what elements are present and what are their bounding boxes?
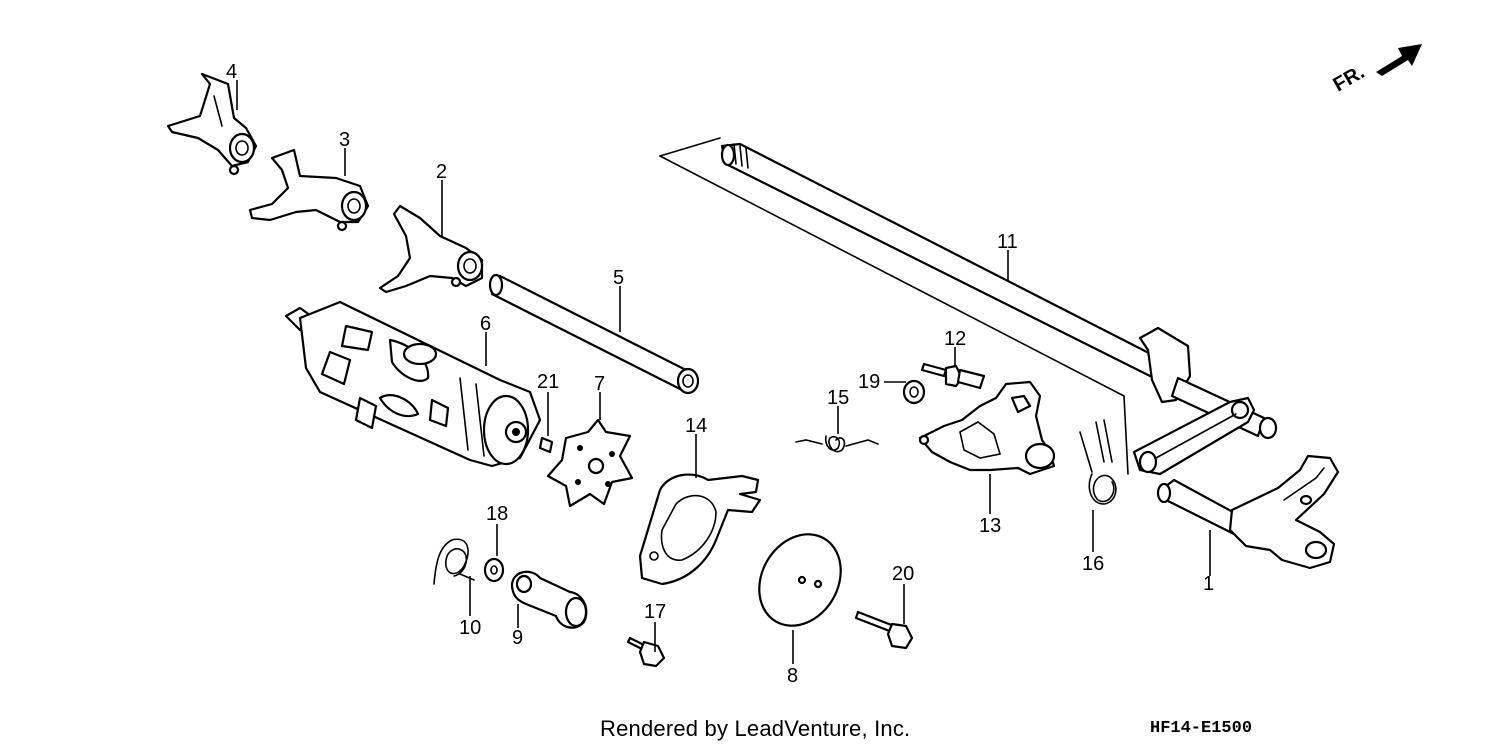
callout-20: 20 bbox=[892, 563, 914, 585]
part-14-stopper-plate[interactable] bbox=[638, 473, 762, 586]
part-20-bolt[interactable] bbox=[854, 610, 914, 650]
callout-17: 17 bbox=[644, 601, 666, 623]
callout-11: 11 bbox=[997, 231, 1018, 253]
callout-16: 16 bbox=[1082, 553, 1104, 575]
part-11-shift-spindle[interactable] bbox=[659, 137, 1278, 476]
callout-numbers: 1 2 3 4 5 6 7 8 9 10 11 12 13 14 15 16 1… bbox=[226, 61, 1214, 687]
callout-5: 5 bbox=[613, 267, 624, 289]
part-16-spring[interactable] bbox=[1079, 419, 1117, 505]
callout-21: 21 bbox=[537, 371, 559, 393]
part-10-return-spring[interactable] bbox=[433, 538, 475, 585]
callout-14: 14 bbox=[685, 415, 707, 437]
callout-13: 13 bbox=[979, 515, 1001, 537]
part-21-pin[interactable] bbox=[538, 436, 554, 454]
part-9-stopper-arm[interactable] bbox=[510, 570, 588, 629]
callout-8: 8 bbox=[787, 665, 798, 687]
callout-leader-lines bbox=[236, 80, 1211, 664]
callout-6: 6 bbox=[480, 313, 491, 335]
callout-7: 7 bbox=[594, 373, 605, 395]
callout-1: 1 bbox=[1203, 573, 1214, 595]
callout-10: 10 bbox=[459, 617, 481, 639]
callout-12: 12 bbox=[944, 328, 966, 350]
part-19-washer[interactable] bbox=[902, 379, 926, 405]
part-8-gasket[interactable] bbox=[743, 519, 857, 640]
part-4-shift-fork[interactable] bbox=[166, 72, 258, 176]
rendered-by-credit: Rendered by LeadVenture, Inc. bbox=[600, 716, 911, 741]
callout-9: 9 bbox=[512, 627, 523, 649]
part-2-shift-fork[interactable] bbox=[378, 204, 484, 294]
diagram-code: HF14-E1500 bbox=[1150, 719, 1253, 738]
part-18-washer[interactable] bbox=[483, 557, 505, 583]
part-3-shift-fork[interactable] bbox=[248, 148, 370, 232]
part-6-shift-drum[interactable] bbox=[284, 300, 542, 468]
part-13-shift-cam-plate[interactable] bbox=[918, 380, 1056, 476]
callout-4: 4 bbox=[226, 61, 237, 83]
callout-15: 15 bbox=[827, 387, 849, 409]
part-15-spring[interactable] bbox=[795, 435, 879, 453]
callout-2: 2 bbox=[436, 161, 447, 183]
direction-label: FR. bbox=[1330, 61, 1369, 96]
part-7-drum-star-plate[interactable] bbox=[546, 418, 634, 508]
callout-18: 18 bbox=[486, 503, 508, 525]
part-1-gearshift-arm[interactable] bbox=[1156, 454, 1340, 570]
front-direction-arrow-icon: FR. bbox=[1330, 44, 1422, 96]
callout-19: 19 bbox=[858, 371, 880, 393]
part-17-bolt[interactable] bbox=[626, 636, 666, 668]
part-5-fork-shaft[interactable] bbox=[488, 273, 700, 395]
part-12-stud-bolt[interactable] bbox=[920, 362, 986, 390]
callout-3: 3 bbox=[339, 129, 350, 151]
